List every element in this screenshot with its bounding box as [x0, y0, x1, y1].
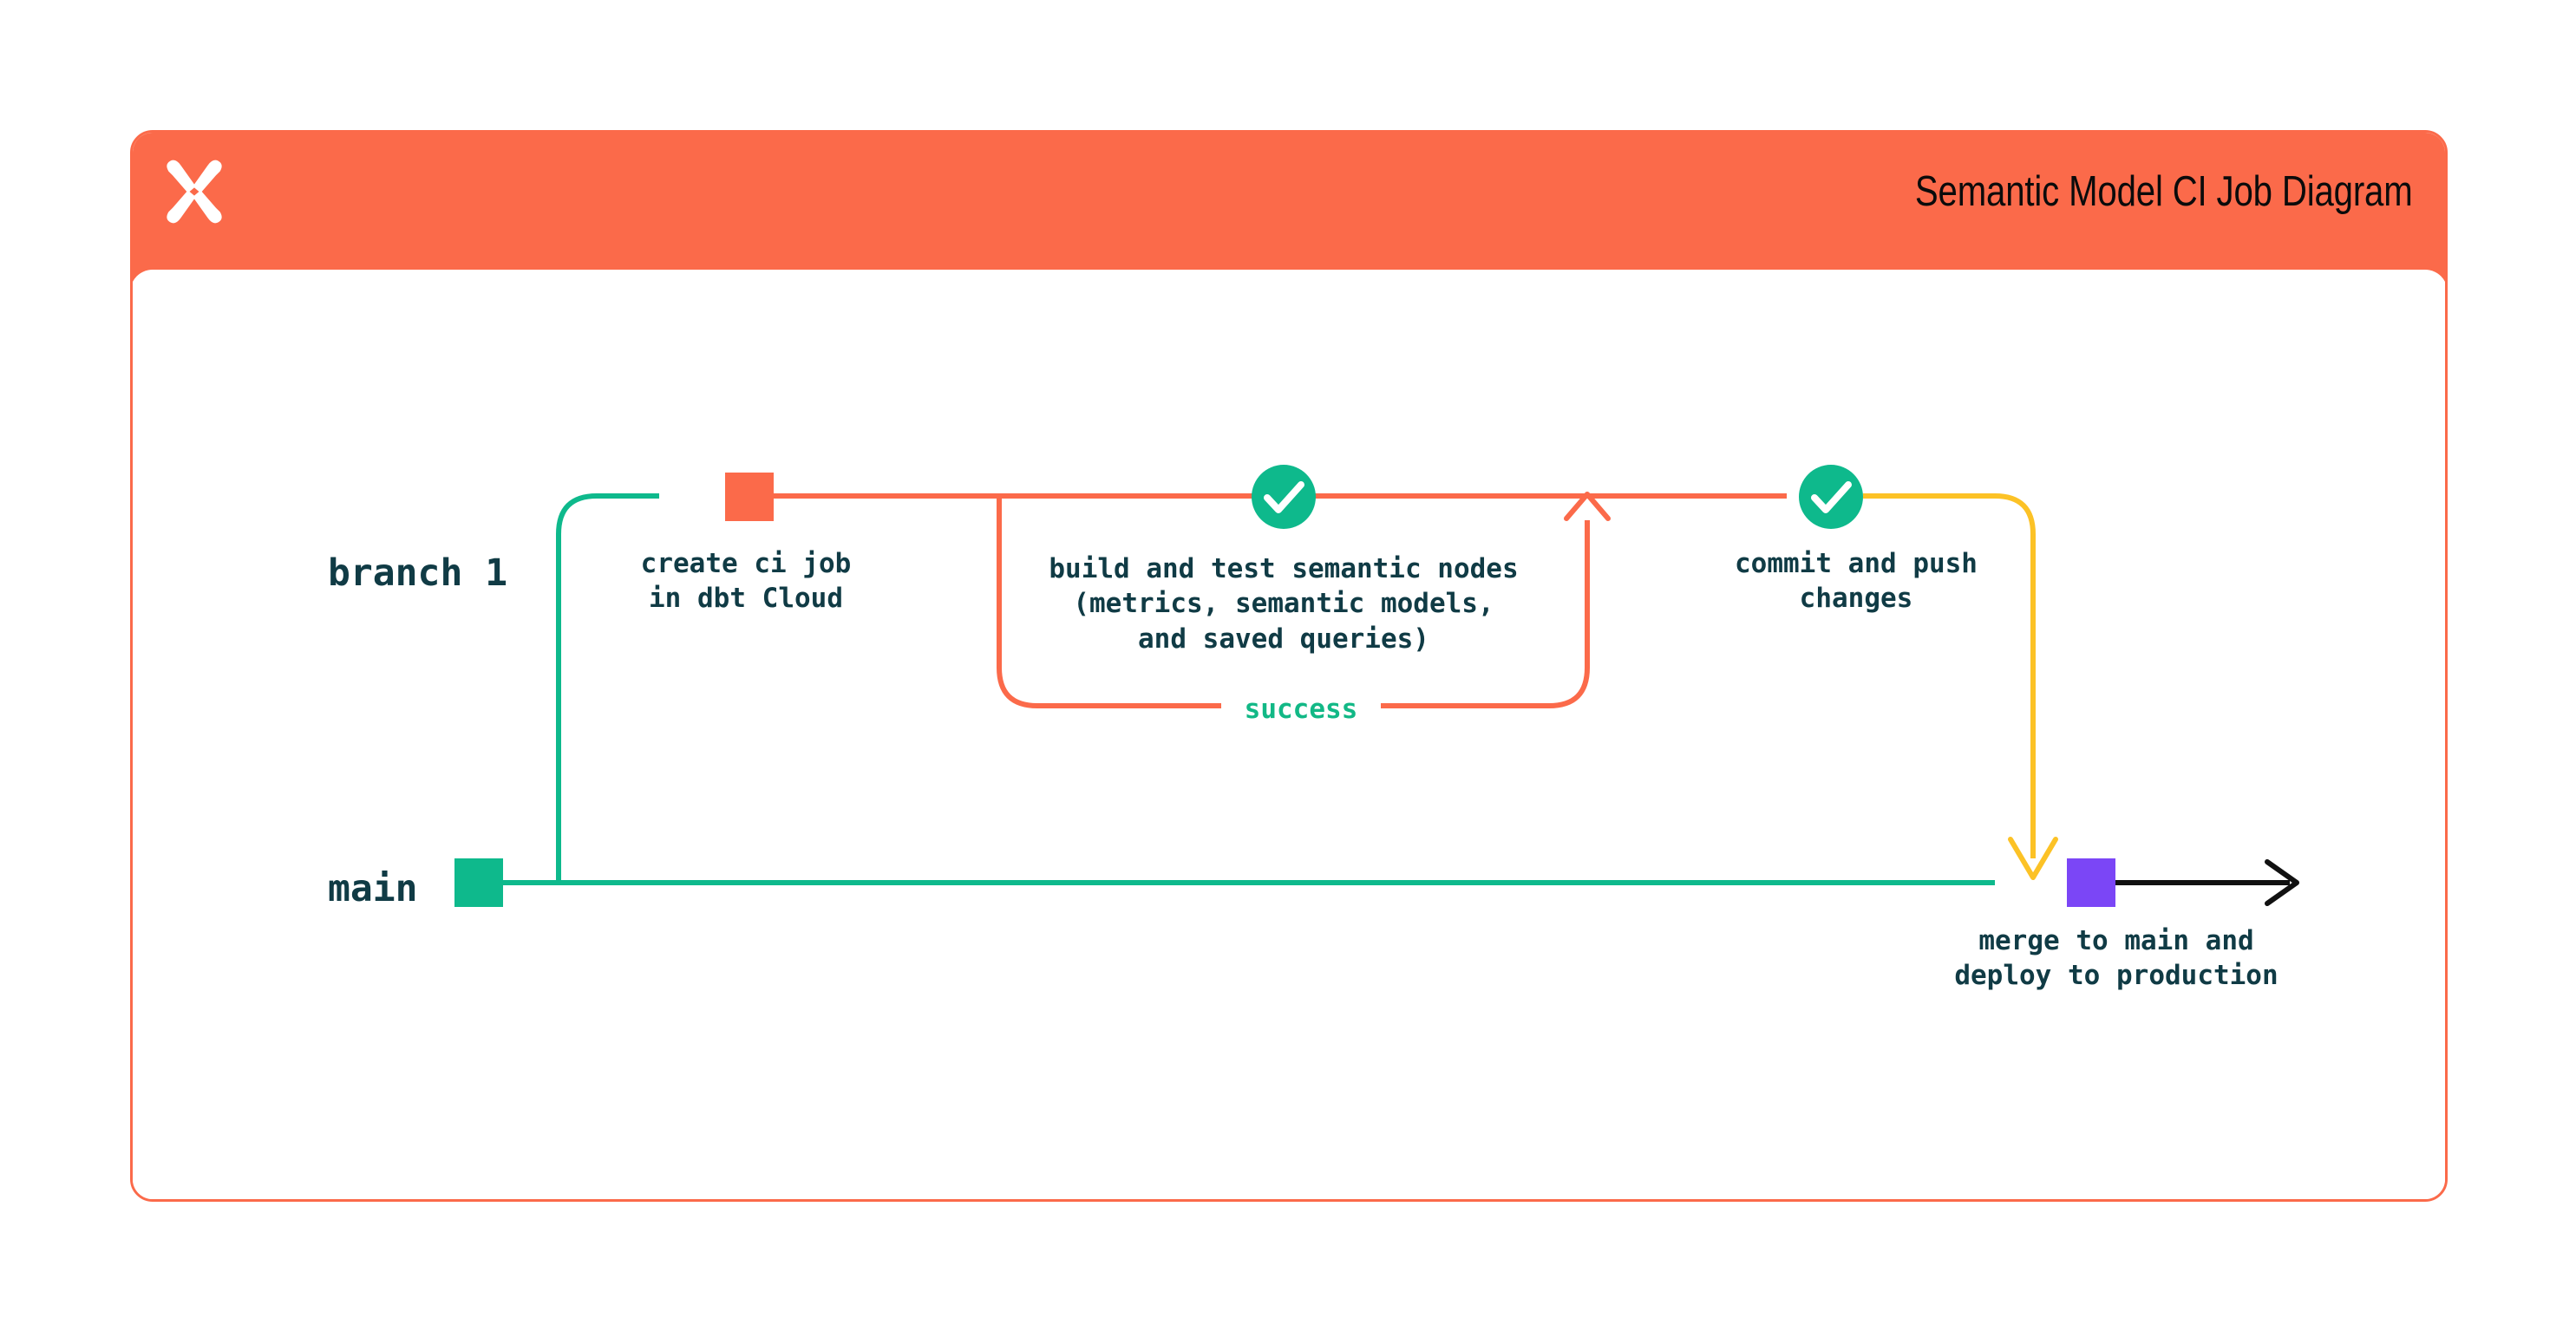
- edge-label-success: success: [1221, 692, 1381, 727]
- check-icon: [1264, 481, 1304, 513]
- node-label-build-and-test: build and test semantic nodes (metrics, …: [1049, 553, 1519, 655]
- node-marker-create-ci-job[interactable]: [725, 473, 774, 521]
- success-loop-arrowhead: [1564, 492, 1611, 521]
- node-label-commit-and-push: commit and push changes: [1735, 548, 1978, 615]
- main-continuation-arrow: [2115, 859, 2299, 906]
- node-marker-main-head[interactable]: [454, 858, 503, 907]
- dbt-x-logo-icon: [160, 158, 228, 225]
- branch-label-branch1: branch 1: [328, 551, 508, 595]
- node-marker-build-and-test[interactable]: [1252, 465, 1316, 529]
- merge-edge-yellow: [1863, 493, 2058, 880]
- branch-label-main: main: [328, 867, 418, 910]
- node-label-merge-to-main: merge to main and deploy to production: [1954, 925, 2279, 992]
- card-body: [133, 270, 2445, 1199]
- check-icon: [1811, 481, 1852, 513]
- card-header-band: [133, 133, 2445, 284]
- node-marker-merge-to-main[interactable]: [2067, 858, 2115, 907]
- node-marker-commit-and-push[interactable]: [1799, 465, 1863, 529]
- success-loop-edge: [997, 492, 1611, 708]
- diagram-card: [130, 130, 2448, 1202]
- arrowhead-icon: [2265, 859, 2299, 906]
- page-title: Semantic Model CI Job Diagram: [1915, 168, 2413, 215]
- merge-arrowhead: [2008, 837, 2058, 880]
- node-label-create-ci-job: create ci job in dbt Cloud: [640, 548, 852, 615]
